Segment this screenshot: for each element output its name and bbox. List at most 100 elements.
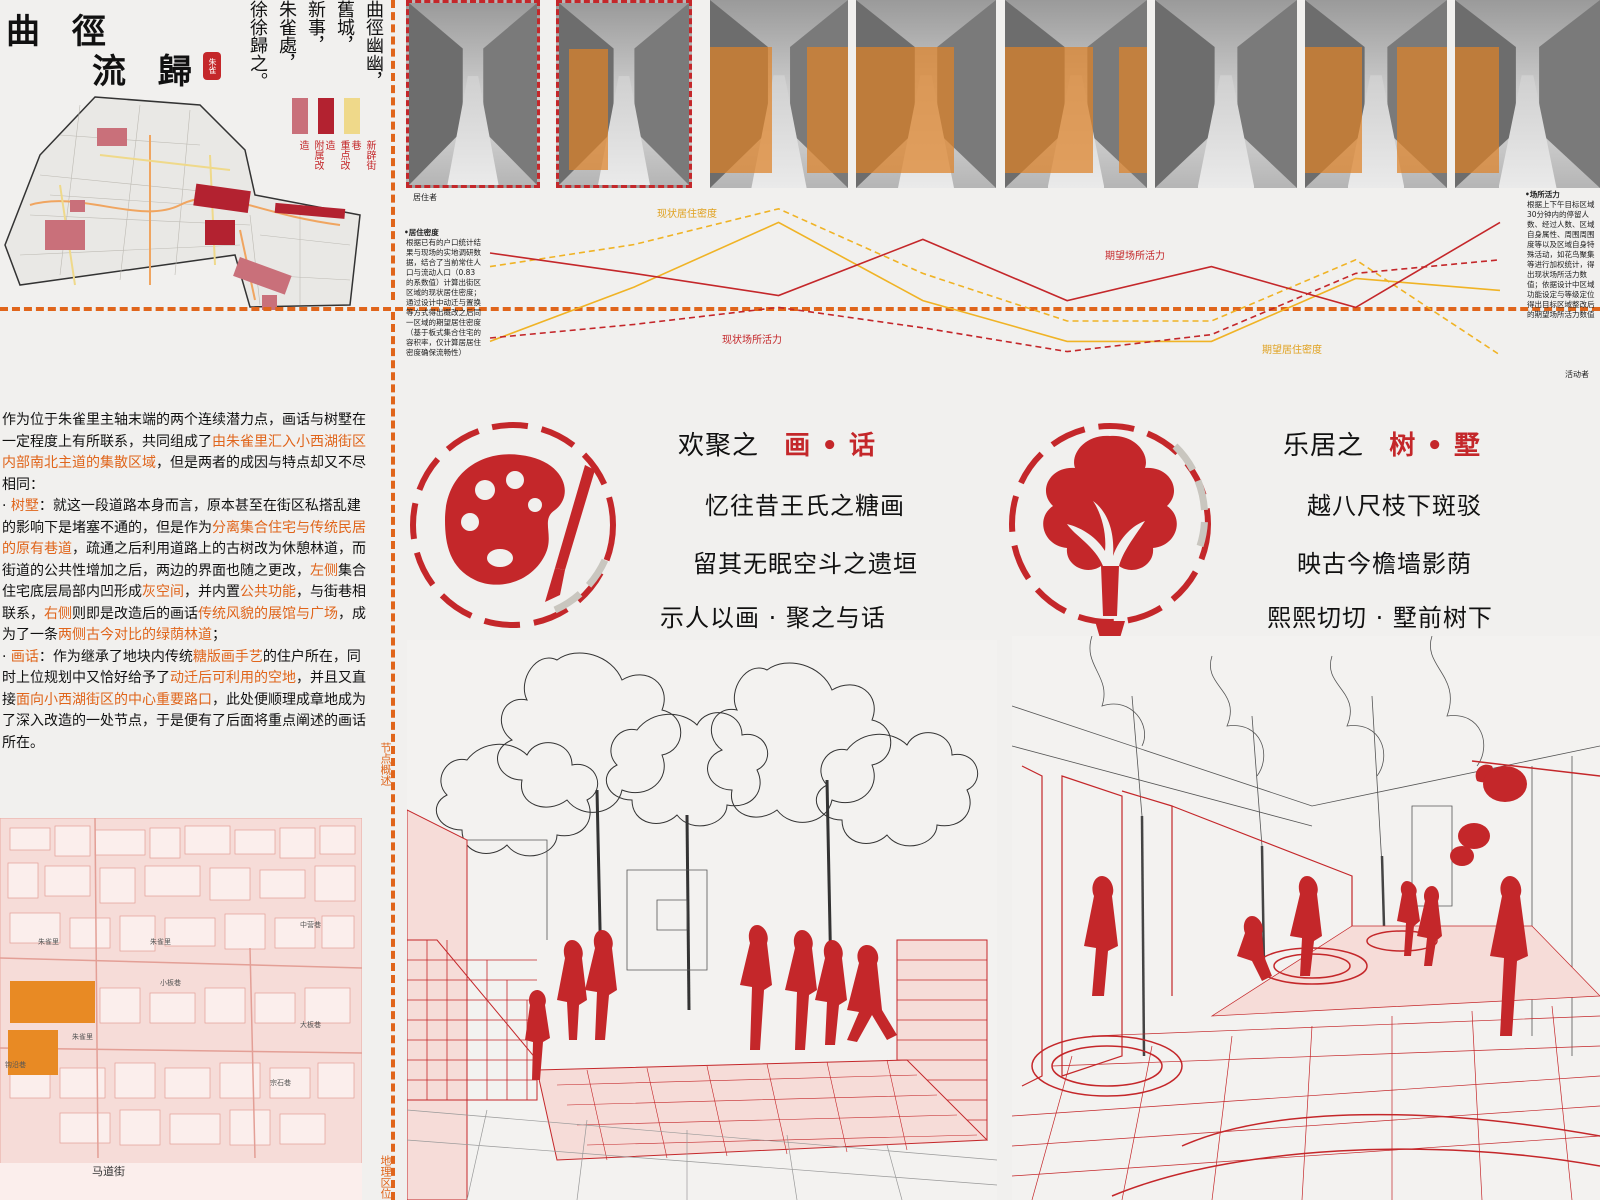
location-map [0,818,362,1200]
summary-run: 的住户所在，同时上位规划中又恰好给予了 [2,648,361,687]
map-lane-label-3: 中营巷 [300,921,321,929]
street-photo-2 [556,0,692,188]
chart-left-note-title: •居住密度 [404,228,439,237]
chart-left-note: 根据已有的户口统计结果与现场的实地调研数据，结合了当前常住人口与流动人口（0.8… [406,238,481,357]
series-line-2 [489,221,1501,309]
divider-horizontal-main [0,307,1600,311]
summary-paragraph: 作为位于朱雀里主轴末端的两个连续潜力点，画话与树墅在一定程度上有所联系，共同组成… [2,410,374,496]
legend-label-3: 新辟街巷 [349,140,375,170]
map-lane-label-8: 宗石巷 [270,1079,291,1087]
right-node-line-1: 越八尺枝下斑驳 [1307,492,1482,520]
street-photo-6 [1155,0,1297,188]
map-lane-label-2: 朱雀里 [150,938,171,946]
summary-run: ，疏通之后利用道路上的古树改为休憩林道，而街道的公共性增加之后，两边的界面也随之… [2,541,366,579]
title-line-2: 流 歸 [92,52,202,92]
label-expected-density: 期望居住密度 [1262,345,1322,356]
summary-run: ，与街巷相联系， [2,584,366,622]
summary-run: · [2,498,11,514]
label-expected-vitality: 期望场所活力 [1105,251,1165,262]
summary-highlight: 分离集合住宅与传统民居的原有巷道 [2,519,366,558]
label-current-vitality: 现状场所活力 [722,335,782,346]
summary-run: ，并内置 [184,584,240,600]
divider-vertical-main [391,312,395,1200]
left-node-title-em: 画 • 话 [784,431,877,461]
summary-run: 集合住宅底层局部内凹形成 [2,562,366,601]
summary-run: 则即是改造后的画话 [72,605,198,622]
side-label-location: 地理区位 [379,1155,392,1199]
label-current-density: 现状居住密度 [657,209,717,220]
street-photo-8 [1455,0,1600,188]
summary-highlight: 右侧 [44,605,72,622]
summary-highlight: 两侧古今对比的绿荫林道 [58,627,212,643]
map-lane-label-5: 朱雀里 [72,1033,93,1041]
street-photo-4 [856,0,996,188]
legend-label-2: 重点改造 [323,140,349,170]
summary-highlight: 糖版画手艺 [192,648,263,665]
photo-caption-resident: 居住者 [413,193,437,202]
summary-run: ，此处便顺理成章地成为了深入改造的一处节点，于是便有了后面将重点阐述的画话所在。 [2,691,366,751]
summary-run: ； [212,627,226,643]
legend-label-1: 附属改造 [297,140,323,170]
right-node-title-prefix: 乐居之 [1283,431,1365,461]
street-photo-3 [710,0,848,188]
legend-swatch-2 [318,98,334,134]
summary-highlight: 动迁后可利用的空地 [170,670,296,686]
summary-highlight: 树墅 [10,498,39,514]
left-node-title-prefix: 欢聚之 [678,431,760,461]
seal-stamp: 朱雀 [203,52,221,80]
right-node-line-3: 熙熙切切 · 墅前树下 [1267,604,1493,632]
node-summary-text: 作为位于朱雀里主轴末端的两个连续潜力点，画话与树墅在一定程度上有所联系，共同组成… [2,410,374,754]
summary-run: 作为位于朱雀里主轴末端的两个连续潜力点，画话与树墅在一定程度上有所联系，共同组成… [2,412,366,450]
summary-run: · [2,648,11,665]
summary-highlight: 传统风貌的展馆与广场 [198,605,338,622]
street-photo-7 [1305,0,1447,188]
poem-columns: 曲徑幽幽， 舊城， 新事， 朱雀處， 徐徐歸之。 [226,0,386,96]
summary-highlight: 由朱雀里汇入小西湖街区内部南北主道的集散区域 [2,433,366,472]
map-street-label: 马道街 [92,1165,125,1178]
series-line-0 [489,207,1501,356]
poem-col-2: 舊城， [334,0,355,54]
chart-right-note: 根据上下午目标区域30分钟内的停留人数、经过人数、区域自身属性、周围周围度等以及… [1527,200,1595,319]
poem-col-1: 曲徑幽幽， [363,0,384,90]
summary-paragraph: · 树墅：就这一段道路本身而言，原本甚至在街区私搭乱建的影响下是堵塞不通的，但是… [2,496,374,647]
poem-col-4: 朱雀處， [276,0,297,72]
legend: 附属改造 重点改造 新辟街巷 [292,98,382,178]
legend-swatch-1 [292,98,308,134]
photo-caption-visitor: 活动者 [1565,370,1589,379]
map-lane-label-6: 大板巷 [300,1021,321,1029]
poem-col-3: 新事， [305,0,326,54]
summary-highlight: 画话 [10,648,39,665]
left-node-line-3: 示人以画 · 聚之与话 [660,604,886,632]
side-label-overview: 节点概述 [379,742,392,786]
density-vitality-chart [489,207,1501,356]
summary-highlight: 公共功能 [240,584,296,600]
divider-vertical-top [391,0,395,300]
legend-swatch-3 [344,98,360,134]
summary-paragraph: · 画话：作为继承了地块内传统糖版画手艺的住户所在，同时上位规划中又恰好给予了动… [2,647,374,755]
summary-run: ，并且又直接 [2,670,366,708]
street-photo-1 [406,0,540,188]
chart-right-note-title: •场所活力 [1525,190,1560,199]
summary-run: ：作为继承了地块内传统 [38,648,193,665]
map-lane-label-4: 小板巷 [160,979,181,987]
poem-col-5: 徐徐歸之。 [247,0,268,90]
title-line-1: 曲 徑 [6,12,116,52]
summary-highlight: 左侧 [310,562,338,579]
site-plan-map [4,96,361,310]
right-node-title-em: 树 • 墅 [1389,431,1482,461]
map-lane-label-1: 朱雀里 [38,938,59,946]
map-lane-label-7: 钩沿巷 [5,1061,26,1069]
summary-run: ，但是两者的成因与特点却又不尽相同： [2,455,366,493]
summary-run: ，成为了一条 [2,605,366,644]
series-line-1 [489,221,1501,343]
right-node-title: 乐居之 树 • 墅 [1283,425,1481,462]
street-photo-5 [1005,0,1147,188]
left-node-line-1: 忆往昔王氏之糖画 [705,492,905,520]
tree-emblem [1009,423,1211,638]
left-node-line-2: 留其无眠空斗之遗垣 [693,550,918,578]
shushu-perspective-drawing [1012,636,1600,1200]
summary-run: ：就这一段道路本身而言，原本甚至在街区私搭乱建的影响下是堵塞不通的，但是作为 [2,498,361,536]
huahua-perspective-drawing [407,640,997,1200]
palette-emblem [410,422,616,628]
summary-highlight: 灰空间 [142,584,184,600]
